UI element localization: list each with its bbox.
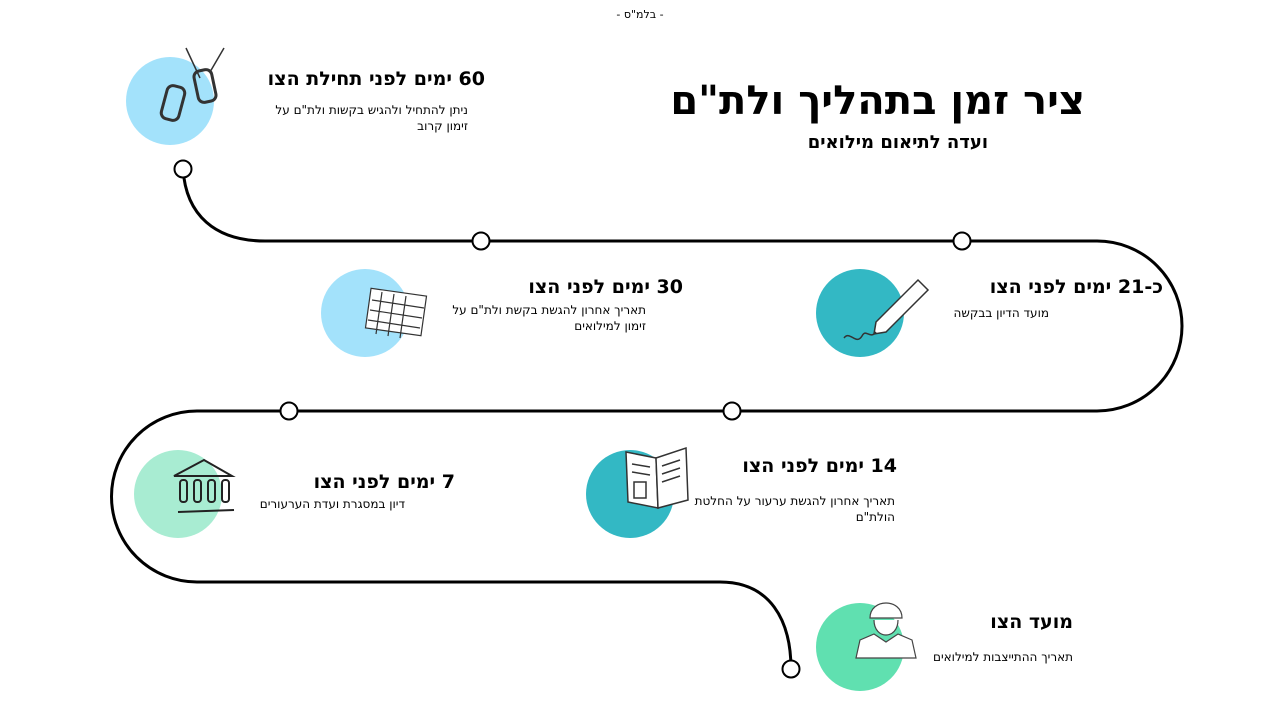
milestone-14-heading: 14 ימים לפני הצו bbox=[742, 455, 897, 477]
milestone-14-desc: תאריך אחרון להגשת ערעור על החלטת הולת"ם bbox=[694, 494, 895, 524]
pencil-icon bbox=[843, 278, 930, 341]
blob-7 bbox=[134, 450, 222, 538]
court-building-icon bbox=[173, 458, 236, 513]
classification-label: - בלמ"ס - bbox=[616, 8, 664, 21]
page-subtitle: ועדה לתיאום מילואים bbox=[807, 132, 988, 153]
timeline-node bbox=[952, 231, 972, 251]
timeline-node bbox=[173, 159, 193, 179]
timeline-node bbox=[781, 659, 801, 679]
milestone-60-heading: 60 ימים לפני תחילת הצו bbox=[267, 68, 485, 90]
book-icon bbox=[625, 446, 689, 509]
milestone-7-heading: 7 ימים לפני הצו bbox=[313, 471, 455, 493]
milestone-21-desc: מועד הדיון בבקשה bbox=[953, 306, 1049, 320]
timeline-node bbox=[471, 231, 491, 251]
dog-tags-icon bbox=[159, 47, 225, 122]
milestone-order-desc: תאריך ההתייצבות למילואים bbox=[933, 650, 1073, 664]
timeline-node bbox=[279, 401, 299, 421]
milestone-21-heading: כ-21 ימים לפני הצו bbox=[989, 276, 1163, 298]
milestone-30-heading: 30 ימים לפני הצו bbox=[528, 276, 683, 298]
milestone-60-desc: ניתן להתחיל ולהגיש בקשות ולת"ם על זימון … bbox=[275, 103, 468, 133]
timeline-node bbox=[722, 401, 742, 421]
blob-21 bbox=[816, 269, 904, 357]
timeline-path bbox=[110, 168, 1184, 670]
blob-60 bbox=[126, 57, 214, 145]
calendar-icon bbox=[364, 287, 428, 339]
page-title: ציר זמן בתהליך ולת"ם bbox=[670, 78, 1085, 124]
milestone-order-heading: מועד הצו bbox=[990, 611, 1073, 633]
milestone-30-desc: תאריך אחרון להגשת בקשת ולת"ם על זימון למ… bbox=[452, 303, 646, 333]
soldier-icon bbox=[855, 602, 917, 659]
milestone-7-desc: דיון במסגרת ועדת הערעורים bbox=[259, 497, 405, 511]
